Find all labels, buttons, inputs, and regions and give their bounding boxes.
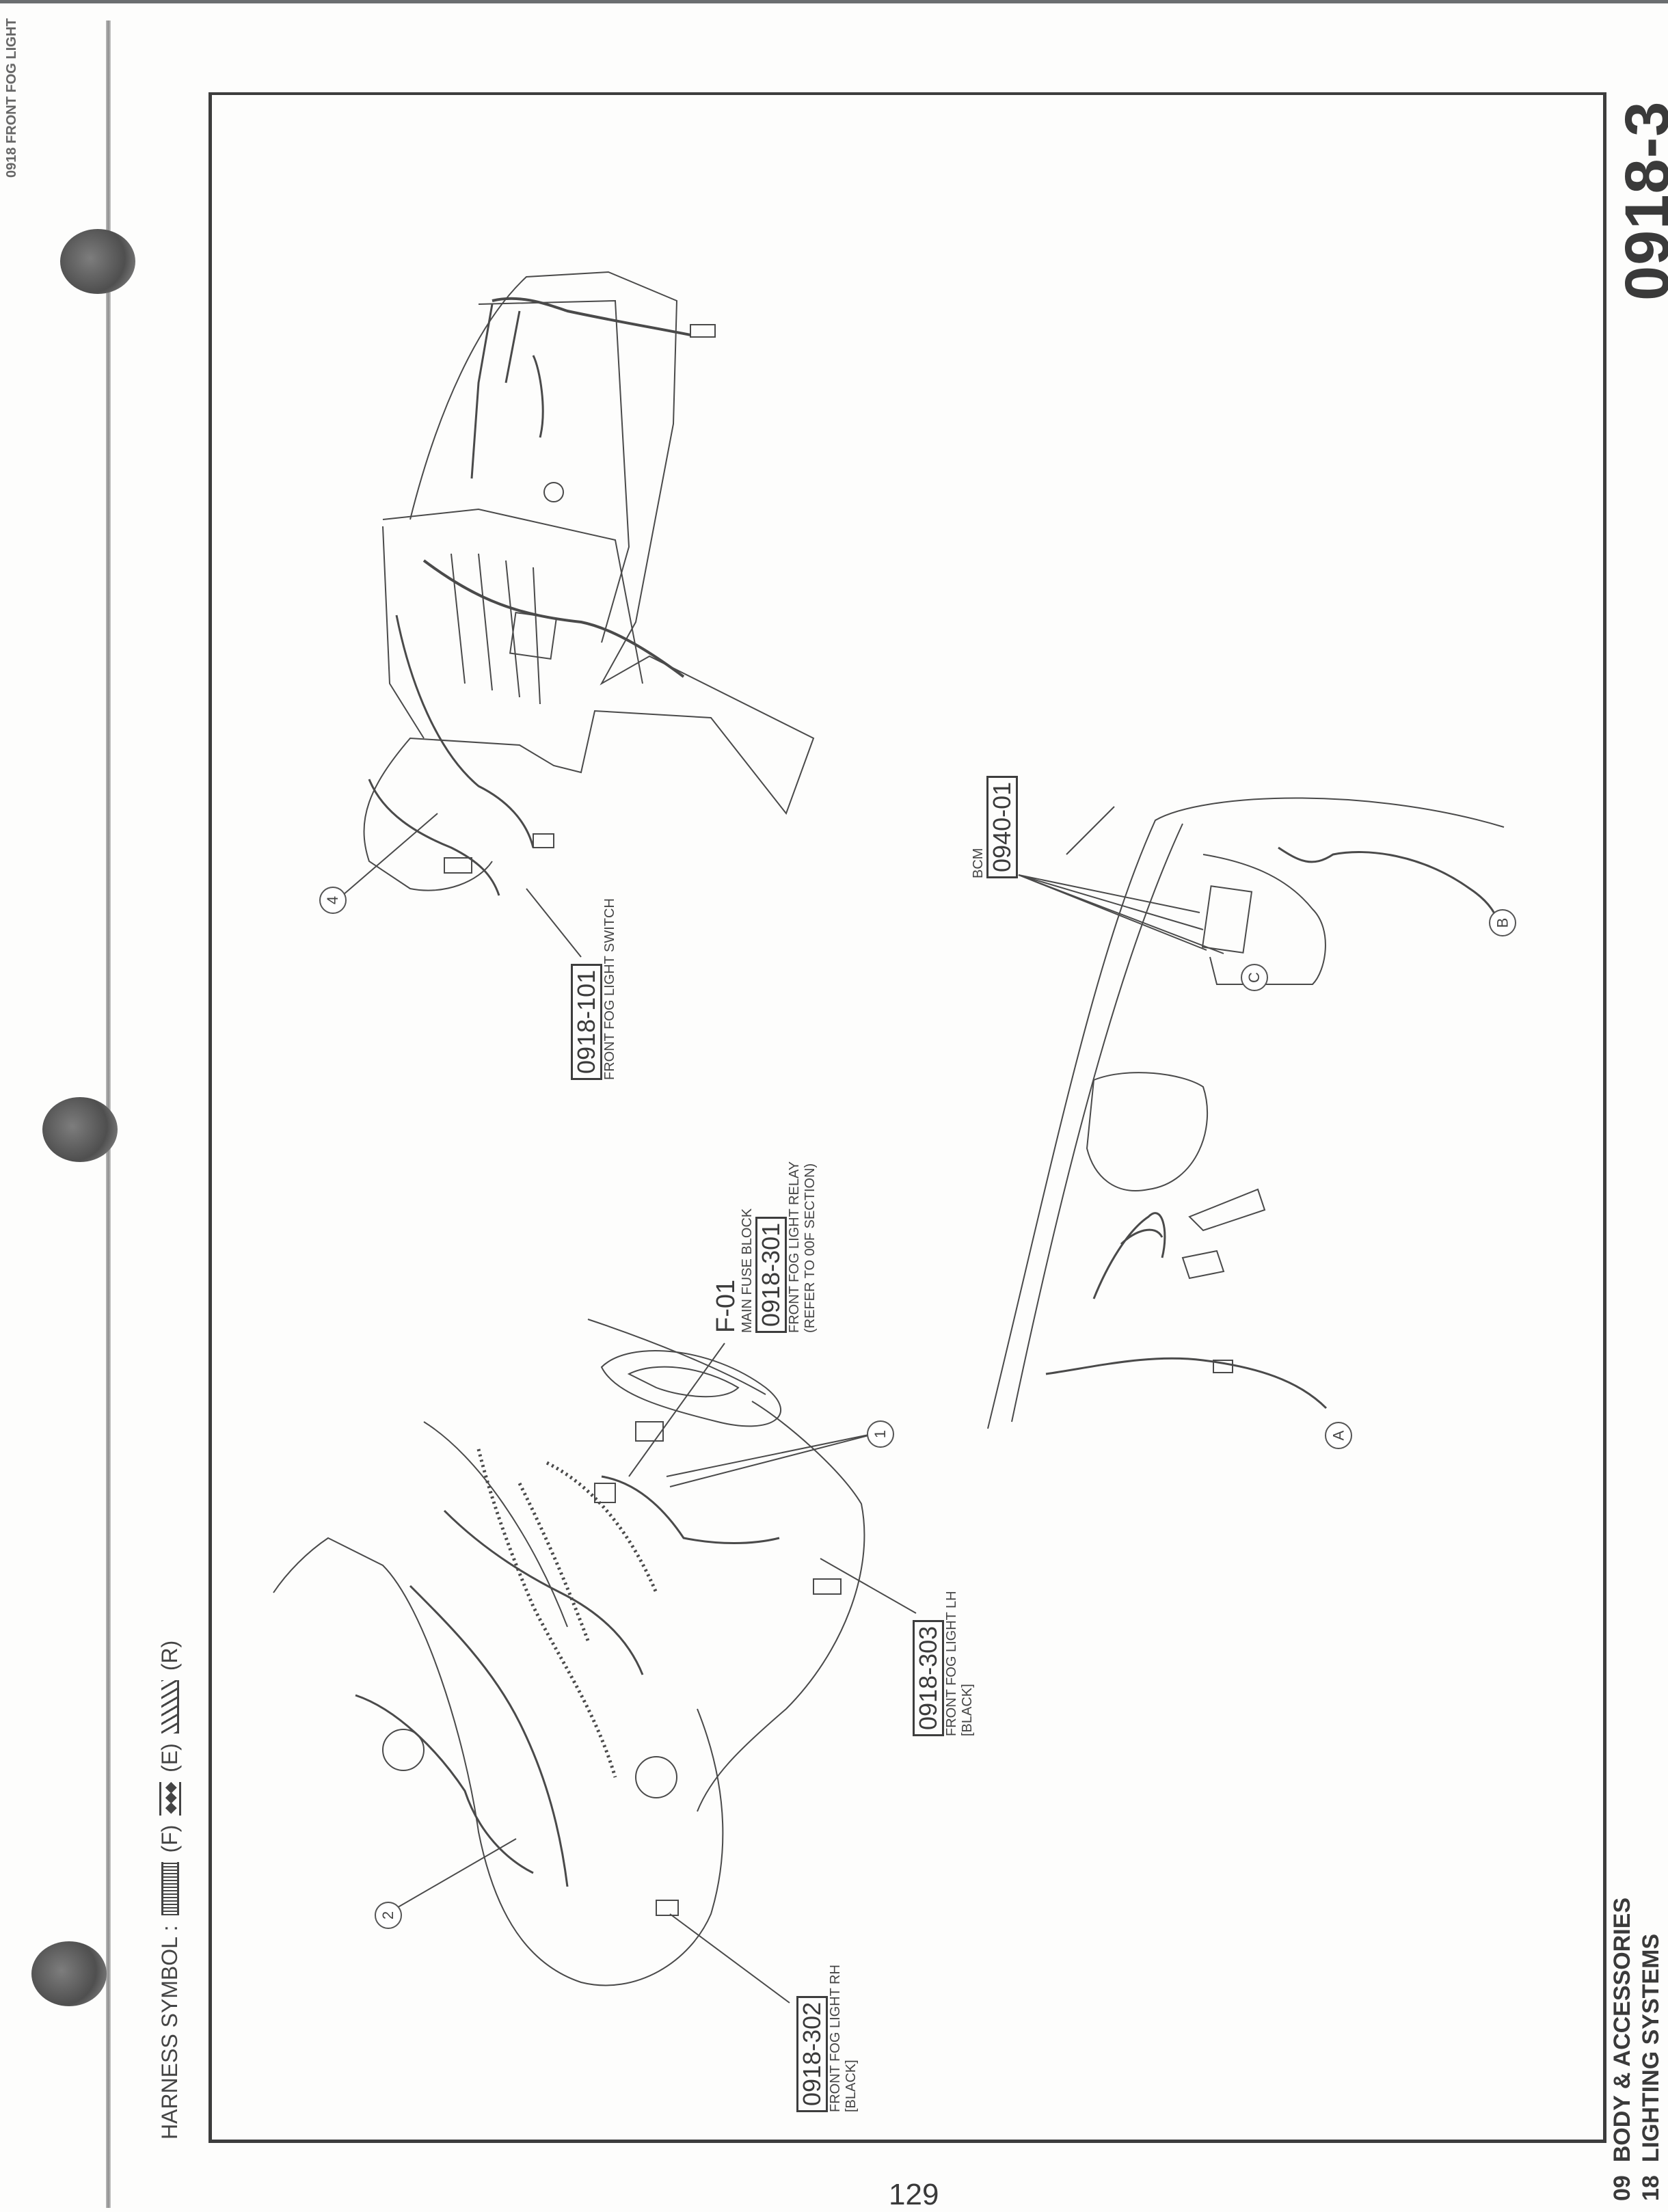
scan-edge xyxy=(0,0,1668,3)
fog-lh-name: FRONT FOG LIGHT LH xyxy=(944,1591,959,1736)
fog-rh-label: 0918-302 FRONT FOG LIGHT RH [BLACK] xyxy=(796,1965,859,2112)
fog-switch-name: FRONT FOG LIGHT SWITCH xyxy=(602,898,617,1080)
callout-b: B xyxy=(1489,909,1516,936)
binder-hole-icon xyxy=(31,1941,107,2006)
bcm-name: BCM xyxy=(971,848,986,878)
bcm-label: BCM 0940-01 xyxy=(971,775,1018,878)
fog-rh-name: FRONT FOG LIGHT RH xyxy=(828,1965,843,2112)
fog-switch-label: 0918-101 FRONT FOG LIGHT SWITCH xyxy=(571,898,618,1080)
relay-code: 0918-301 xyxy=(755,1216,787,1333)
engine-compartment-drawing xyxy=(273,1319,917,2004)
fog-lh-code: 0918-303 xyxy=(913,1619,944,1736)
binder-hole-icon xyxy=(60,229,135,294)
fuse-block-name: MAIN FUSE BLOCK xyxy=(740,1208,755,1333)
callout-a: A xyxy=(1325,1422,1352,1449)
fog-lh-label: 0918-303 FRONT FOG LIGHT LH [BLACK] xyxy=(913,1591,976,1736)
body-module-drawing xyxy=(987,797,1505,1429)
binder-hole-icon xyxy=(42,1097,118,1162)
relay-note: (REFER TO 00F SECTION) xyxy=(803,1163,818,1333)
diagram-frame xyxy=(209,92,1606,2143)
relay-name: FRONT FOG LIGHT RELAY xyxy=(787,1161,802,1333)
fog-rh-code: 0918-302 xyxy=(796,1995,828,2112)
relay-label-group: F-01 MAIN FUSE BLOCK 0918-301 FRONT FOG … xyxy=(712,1161,818,1333)
fog-switch-code: 0918-101 xyxy=(571,963,602,1080)
fog-lh-color: [BLACK] xyxy=(960,1684,975,1736)
page-number: 129 xyxy=(889,2178,939,2211)
instrument-panel-drawing xyxy=(338,271,815,958)
fog-rh-color: [BLACK] xyxy=(844,2060,859,2112)
bcm-code: 0940-01 xyxy=(986,775,1018,878)
callout-2: 2 xyxy=(375,1902,402,1929)
callout-1: 1 xyxy=(867,1420,894,1448)
callout-4: 4 xyxy=(319,887,347,914)
callout-c: C xyxy=(1241,964,1268,991)
fuse-block-code: F-01 xyxy=(712,1279,740,1333)
